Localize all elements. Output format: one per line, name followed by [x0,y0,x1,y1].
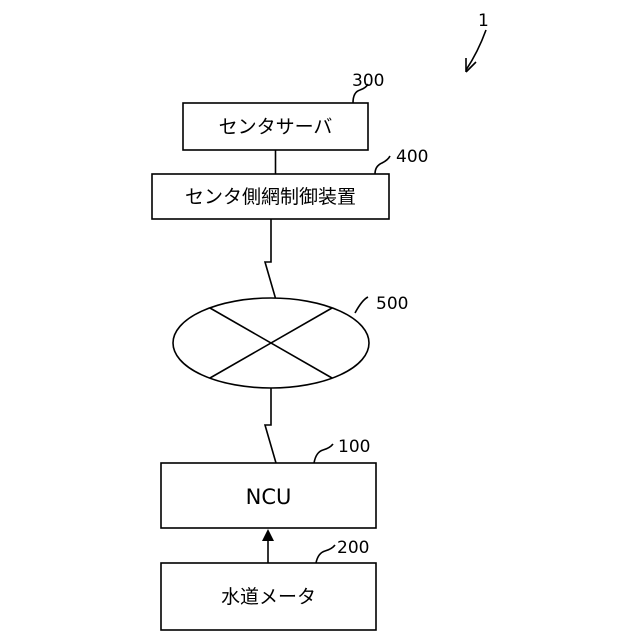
water-meter-leader [316,545,335,563]
center-server-label: センタサーバ [219,116,333,138]
figure-ref-arrowhead [466,58,476,72]
ncu-label: NCU [246,485,292,509]
network-leader [355,297,368,313]
figure-ref-label: 1 [478,11,489,31]
meter-to-ncu-arrowhead [262,529,274,541]
water-meter-label: 水道メータ [221,586,316,608]
center-network-controller-leader [375,156,390,174]
center-network-controller-label: センタ側網制御装置 [185,186,356,208]
wireless-link-lower [265,388,276,463]
ncu-ref: 100 [338,437,370,457]
network-ref: 500 [376,294,408,314]
center-server-ref: 300 [352,71,384,91]
ncu-leader [314,444,333,463]
figure-ref-arrow [466,30,486,70]
water-meter-ref: 200 [337,538,369,558]
center-network-controller-ref: 400 [396,147,428,167]
wireless-link-upper [265,219,276,300]
